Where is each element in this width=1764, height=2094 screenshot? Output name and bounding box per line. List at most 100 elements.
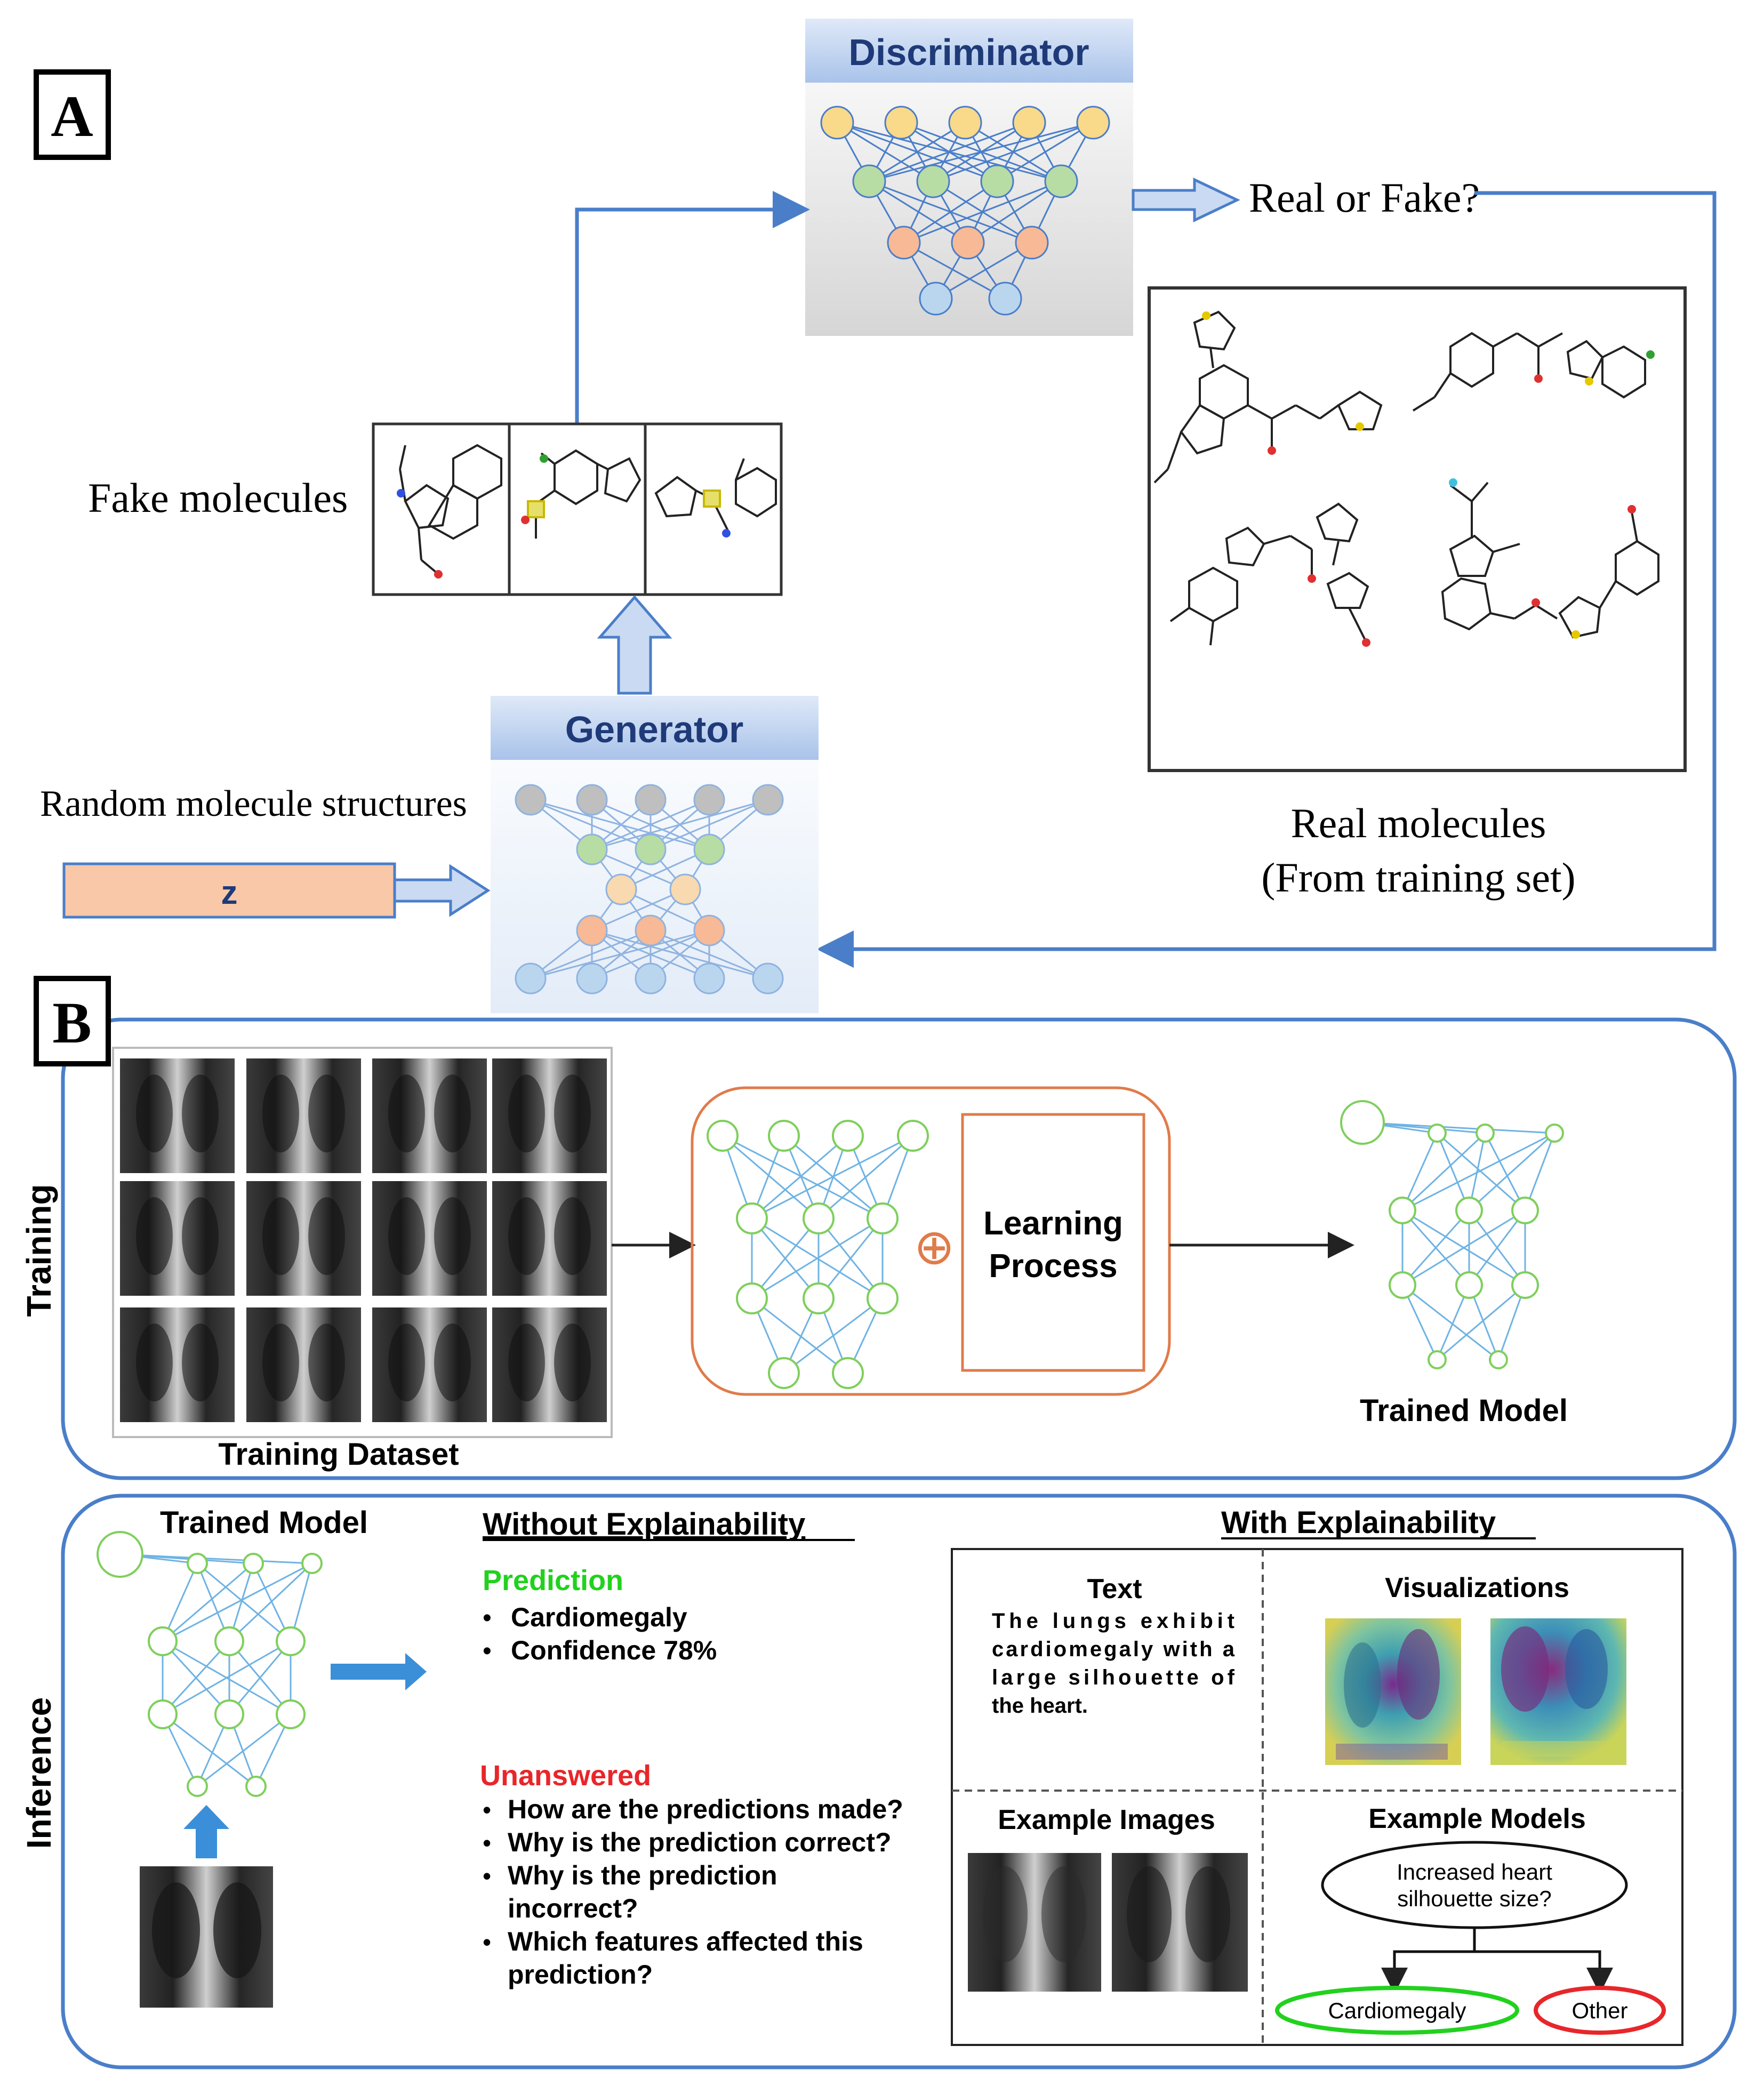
network-node <box>1545 1124 1564 1143</box>
inference-model-network <box>97 1531 323 1797</box>
real-molecules-label: Real molecules <box>1291 800 1546 846</box>
discriminator-output-arrow <box>1132 178 1240 222</box>
lung-shape <box>434 1197 471 1275</box>
network-node <box>245 1776 267 1797</box>
generator-title: Generator <box>565 709 744 750</box>
discriminator-title: Discriminator <box>848 31 1089 73</box>
network-edge <box>1402 1209 1526 1286</box>
learning-process-line2: Process <box>989 1248 1117 1285</box>
random-structures-label: Random molecule structures <box>40 783 467 824</box>
panel-a-label: A <box>51 84 93 149</box>
fake-molecule-3 <box>654 458 777 537</box>
network-node <box>1455 1271 1483 1299</box>
example-models-title: Example Models <box>1368 1803 1585 1834</box>
unanswered-label: Unanswered <box>480 1760 651 1792</box>
real-molecules-box <box>1148 286 1687 772</box>
network-edge <box>1401 1132 1486 1212</box>
network-edge <box>1402 1132 1555 1212</box>
network-edge <box>903 180 998 244</box>
decision-branch-left <box>1381 1928 1476 1994</box>
z-label: z <box>221 874 238 911</box>
network-node <box>1015 226 1049 260</box>
lung-shape <box>308 1074 345 1153</box>
generator-block: Generator <box>491 696 819 1013</box>
network-node <box>605 873 637 905</box>
network-edge <box>162 1640 230 1715</box>
lung-shape <box>554 1197 591 1275</box>
text-explanation-line: the heart. <box>992 1694 1088 1718</box>
network-node <box>97 1531 143 1578</box>
network-edge <box>197 1713 291 1787</box>
network-node <box>803 1282 835 1314</box>
network-node <box>1428 1124 1447 1143</box>
training-frame <box>61 1017 1737 1480</box>
prediction-item: Confidence 78% <box>511 1635 717 1665</box>
lung-shape <box>388 1323 425 1402</box>
leaf-other-node <box>1534 1986 1666 2035</box>
lung-shape <box>554 1323 591 1402</box>
learning-process-box <box>961 1113 1145 1372</box>
text-explanation-line: cardiomegaly with a <box>992 1638 1235 1661</box>
real-molecule-1 <box>1153 310 1383 484</box>
example-images-title: Example Images <box>998 1804 1215 1835</box>
lung-shape <box>508 1323 545 1402</box>
network-edge <box>818 1135 913 1220</box>
network-node <box>897 1120 929 1152</box>
network-node <box>301 1553 323 1574</box>
lung-shape <box>308 1197 345 1275</box>
lung-shape <box>508 1197 545 1275</box>
decision-question-line1: Increased heart <box>1397 1859 1552 1884</box>
network-node <box>1340 1100 1385 1145</box>
network-edge <box>903 242 1006 300</box>
network-edge <box>722 1135 883 1220</box>
lung-shape <box>182 1323 219 1402</box>
network-edge <box>591 848 686 890</box>
network-edge <box>228 1641 292 1715</box>
unanswered-item: Why is the prediction <box>508 1860 777 1890</box>
network-node <box>884 106 918 140</box>
heatmap-2 <box>1490 1618 1626 1765</box>
inference-frame <box>61 1494 1737 2069</box>
network-node <box>1476 1124 1495 1143</box>
network-node <box>887 226 921 260</box>
real-molecule-4 <box>1441 478 1659 639</box>
training-dataset-images <box>120 1058 607 1422</box>
network-edge <box>869 122 966 182</box>
lung-shape <box>308 1323 345 1402</box>
network-edge <box>1437 1284 1526 1361</box>
trained-model-label: Trained Model <box>1360 1393 1568 1428</box>
network-node <box>635 914 667 946</box>
panel-b-label: B <box>52 990 91 1055</box>
heatmap-1 <box>1325 1618 1461 1765</box>
network-node <box>852 164 886 198</box>
network-edge <box>869 122 1030 182</box>
network-node <box>948 106 982 140</box>
feedback-loop-line <box>816 191 1717 968</box>
network-node <box>980 164 1014 198</box>
network-edge <box>530 799 710 851</box>
network-edge <box>1484 1133 1526 1211</box>
network-node <box>867 1202 899 1234</box>
network-edge <box>591 799 768 851</box>
generator-to-discriminator-line <box>575 191 810 424</box>
lung-shape <box>182 1074 219 1153</box>
network-node <box>576 962 608 994</box>
network-edge <box>1468 1210 1526 1286</box>
network-edge <box>1401 1133 1438 1211</box>
network-node <box>1012 106 1046 140</box>
prediction-item: Cardiomegaly <box>511 1602 687 1632</box>
unanswered-item: prediction? <box>508 1960 653 1989</box>
discriminator-header <box>805 19 1133 83</box>
z-vector <box>62 862 396 919</box>
decision-branch-right <box>1474 1950 1613 1994</box>
discriminator-network <box>820 106 1110 316</box>
network-node <box>214 1626 244 1656</box>
network-node <box>832 1357 864 1389</box>
lung-shape <box>554 1074 591 1153</box>
network-node <box>768 1357 800 1389</box>
lung-shape <box>434 1074 471 1153</box>
bullet: • <box>483 1604 492 1632</box>
network-node <box>148 1626 178 1656</box>
network-node <box>707 1120 739 1152</box>
